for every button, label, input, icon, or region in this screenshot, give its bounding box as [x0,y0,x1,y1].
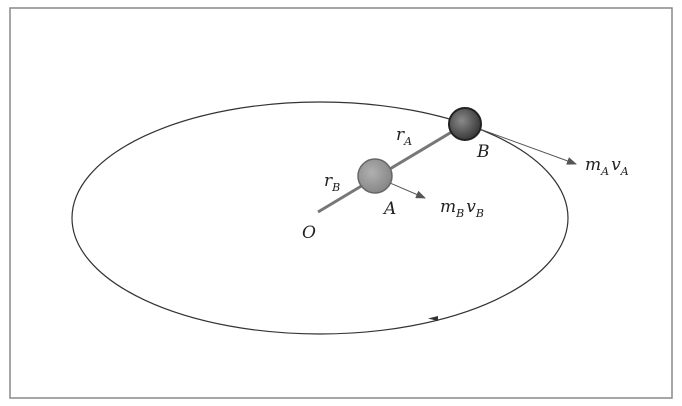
ball-a [357,158,393,194]
label-origin: O [302,223,316,243]
frame-border [9,7,673,399]
ball-b [448,107,482,141]
rod [317,122,466,214]
label-r-a: rA [396,125,412,148]
label-r-b: rB [324,171,340,194]
label-point-b: B [476,142,490,162]
orbit-direction-arrow [428,316,438,321]
label-point-a: A [382,199,396,219]
elliptical-orbit [71,101,569,335]
momentum-arrow-b [465,123,577,165]
